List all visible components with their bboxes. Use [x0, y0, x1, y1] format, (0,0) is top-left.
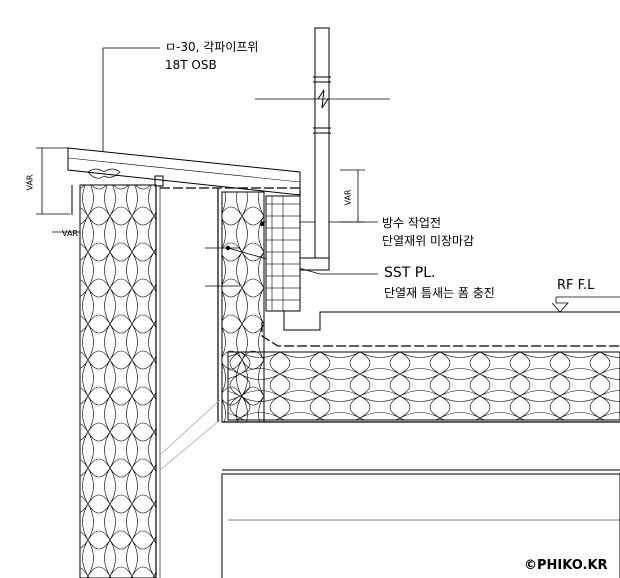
- level-marker: [551, 296, 620, 313]
- var-dimension-left: VAR: [62, 229, 78, 238]
- waterproof-note-line2: 단열재위 미장마감: [382, 234, 475, 248]
- sst-note-line2: 단열재 틈새는 폼 충진: [384, 286, 495, 300]
- var-dimension-top: VAR: [25, 174, 35, 191]
- roof-board-note-line2: 18T OSB: [165, 58, 217, 72]
- watermark: ©PHIKO.KR: [524, 558, 608, 573]
- left-wall: [71, 184, 161, 578]
- roof-level-label: RF F.L: [557, 278, 595, 293]
- roof-slab: [159, 311, 620, 578]
- waterproof-note-line1: 방수 작업전: [382, 216, 442, 230]
- vent-pipe: [255, 27, 390, 271]
- roof-board-note-line1: ㅁ-30, 각파이프위: [165, 40, 259, 54]
- sst-note-line1: SST PL.: [384, 265, 436, 281]
- dimension-marks: [36, 147, 365, 233]
- var-dimension-right: VAR: [343, 189, 353, 206]
